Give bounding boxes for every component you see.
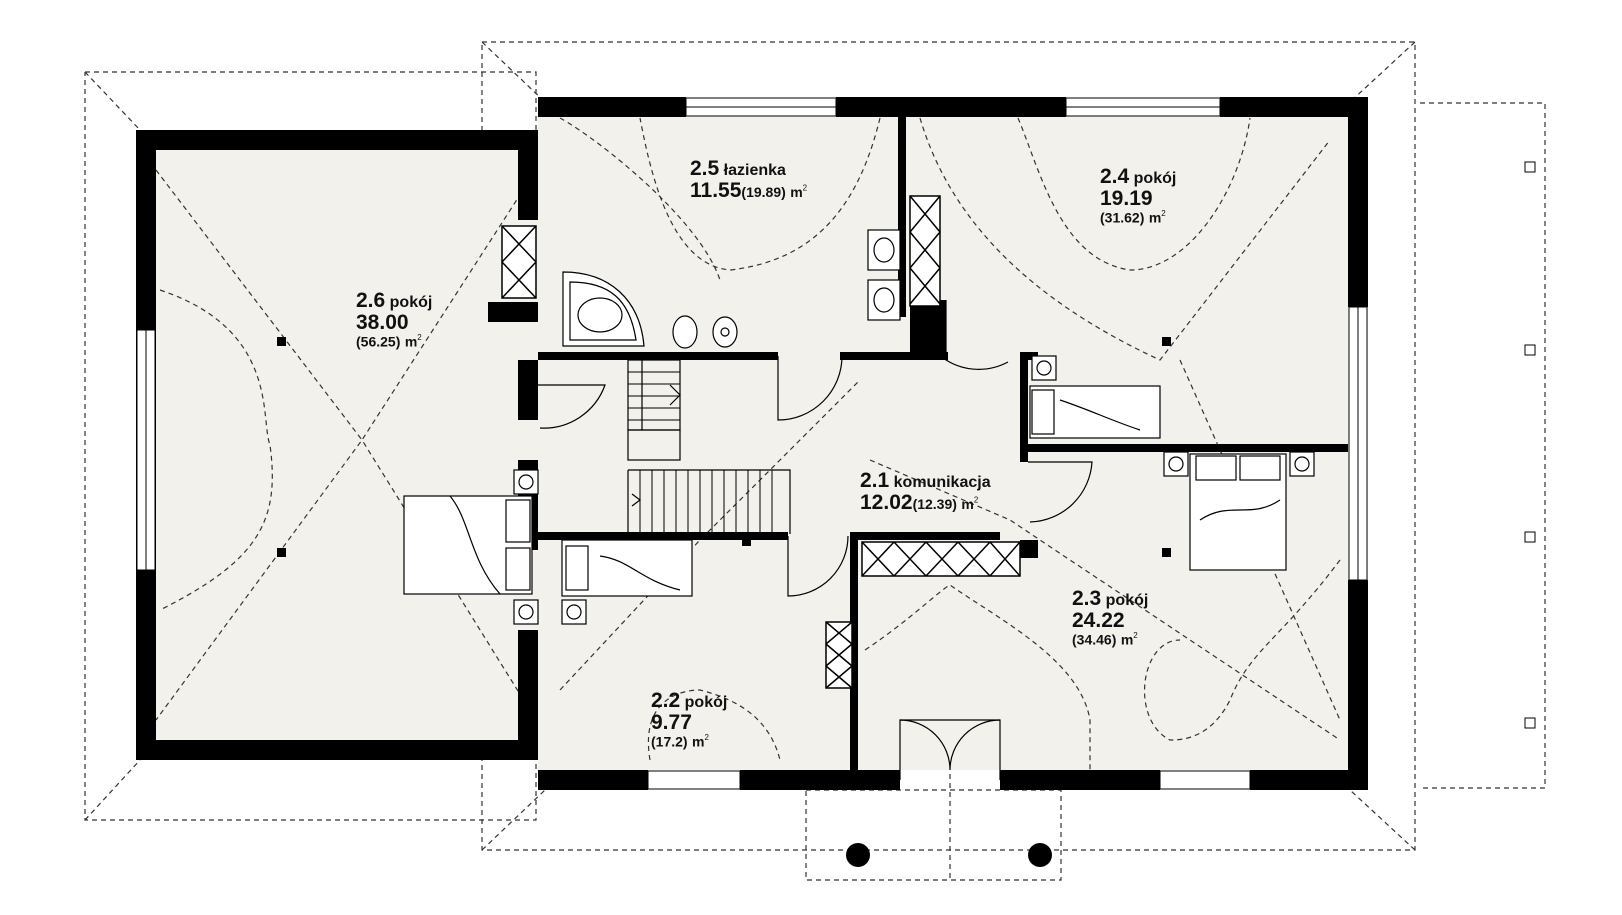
windows: [136, 97, 1368, 790]
bathroom-fixtures: [562, 229, 901, 349]
chimneys: [501, 195, 1021, 689]
room-label-2-2: 2.2 pokój 9.77 (17.2) m2: [651, 689, 728, 751]
area-unit: m: [961, 496, 974, 513]
room-area: 19.19: [1100, 187, 1153, 211]
staircase: [627, 359, 791, 534]
area-unit: m: [1120, 631, 1134, 648]
room-label-2-4: 2.4 pokój 19.19 (31.62) m2: [1100, 165, 1177, 227]
area-unit: m: [404, 333, 418, 350]
area-unit: m: [1148, 209, 1162, 226]
room-name: pokój: [684, 694, 728, 711]
room-number: 2.2: [651, 689, 681, 712]
room-label-2-3: 2.3 pokój 24.22 (34.46) m2: [1072, 587, 1149, 649]
area-unit-exponent: 2: [973, 495, 979, 505]
area-unit: m: [692, 733, 705, 750]
area-unit: m: [790, 184, 803, 201]
gutter-markers: [1524, 161, 1536, 729]
room-number: 2.6: [356, 289, 386, 312]
area-unit-exponent: 2: [417, 333, 422, 343]
room-name: pokój: [389, 294, 433, 311]
room-name: pokój: [1105, 592, 1149, 609]
furniture: [403, 355, 1315, 625]
room-name: pokój: [1133, 170, 1177, 187]
room-label-2-6: 2.6 pokój 38.00 (56.25) m2: [356, 289, 433, 351]
room-label-2-5: 2.5 łazienka 11.55(19.89) m2: [690, 157, 808, 203]
room-label-2-1: 2.1 komunikacja 12.02(12.39) m2: [860, 469, 991, 515]
room-number: 2.3: [1072, 587, 1102, 610]
area-unit-exponent: 2: [1161, 209, 1166, 219]
room-number: 2.1: [860, 469, 890, 492]
room-area: 24.22: [1072, 609, 1125, 633]
room-gross-area: (31.62): [1100, 209, 1145, 226]
room-area: 9.77: [651, 711, 692, 735]
room-number: 2.4: [1100, 165, 1130, 188]
chimney-flue: [910, 306, 940, 352]
room-gross-area: (12.39): [912, 496, 957, 513]
floor-area: [156, 110, 1368, 770]
room-name: komunikacja: [893, 474, 991, 491]
room-gross-area: (34.46): [1072, 631, 1117, 648]
roof-posts: [277, 337, 1171, 867]
room-area: 11.55: [690, 179, 742, 203]
room-gross-area: (17.2): [651, 733, 688, 750]
room-gross-area: (56.25): [356, 333, 401, 350]
area-unit-exponent: 2: [802, 183, 808, 193]
room-area: 38.00: [356, 311, 409, 335]
doors: [538, 300, 1093, 780]
room-gross-area: (19.89): [741, 184, 786, 201]
room-name: łazienka: [723, 162, 786, 179]
ceiling-lines: [155, 117, 1341, 770]
room-number: 2.5: [690, 157, 720, 180]
area-unit-exponent: 2: [1133, 631, 1138, 641]
area-unit-exponent: 2: [704, 733, 709, 743]
room-area: 12.02: [860, 491, 913, 515]
